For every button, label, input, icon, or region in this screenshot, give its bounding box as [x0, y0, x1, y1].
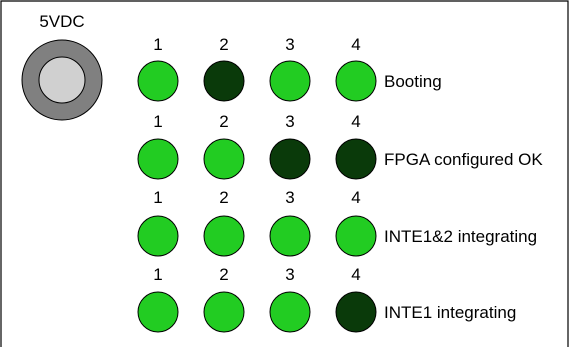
led-on-indicator	[335, 60, 377, 102]
led-off-indicator	[203, 60, 245, 102]
row-status-label: Booting	[384, 72, 442, 91]
led-number-label: 3	[285, 188, 294, 207]
led-number-label: 3	[285, 265, 294, 284]
led-number-label: 3	[285, 112, 294, 131]
connector-inner-pin	[38, 56, 86, 104]
led-number-label: 4	[351, 35, 360, 54]
led-on-indicator	[269, 291, 311, 333]
row-status-label: FPGA configured OK	[384, 150, 543, 169]
led-off-indicator	[269, 138, 311, 180]
led-on-indicator	[137, 60, 179, 102]
led-off-indicator	[335, 138, 377, 180]
led-on-indicator	[335, 215, 377, 257]
led-on-indicator	[137, 215, 179, 257]
led-on-indicator	[137, 291, 179, 333]
led-on-indicator	[203, 138, 245, 180]
led-number-label: 2	[219, 265, 228, 284]
led-number-label: 1	[153, 188, 162, 207]
row-status-label: INTE1 integrating	[384, 303, 516, 322]
row-status-label: INTE1&2 integrating	[384, 227, 537, 246]
led-number-label: 1	[153, 265, 162, 284]
led-number-label: 2	[219, 112, 228, 131]
power-connector: 5VDC	[21, 12, 103, 121]
led-on-indicator	[137, 138, 179, 180]
led-number-label: 4	[351, 188, 360, 207]
led-number-label: 4	[351, 112, 360, 131]
led-on-indicator	[269, 215, 311, 257]
led-number-label: 2	[219, 35, 228, 54]
led-number-label: 2	[219, 188, 228, 207]
led-on-indicator	[203, 215, 245, 257]
led-number-label: 4	[351, 265, 360, 284]
led-number-label: 1	[153, 112, 162, 131]
led-off-indicator	[335, 291, 377, 333]
led-on-indicator	[203, 291, 245, 333]
led-number-label: 3	[285, 35, 294, 54]
led-on-indicator	[269, 60, 311, 102]
led-number-label: 1	[153, 35, 162, 54]
power-label: 5VDC	[39, 12, 84, 31]
